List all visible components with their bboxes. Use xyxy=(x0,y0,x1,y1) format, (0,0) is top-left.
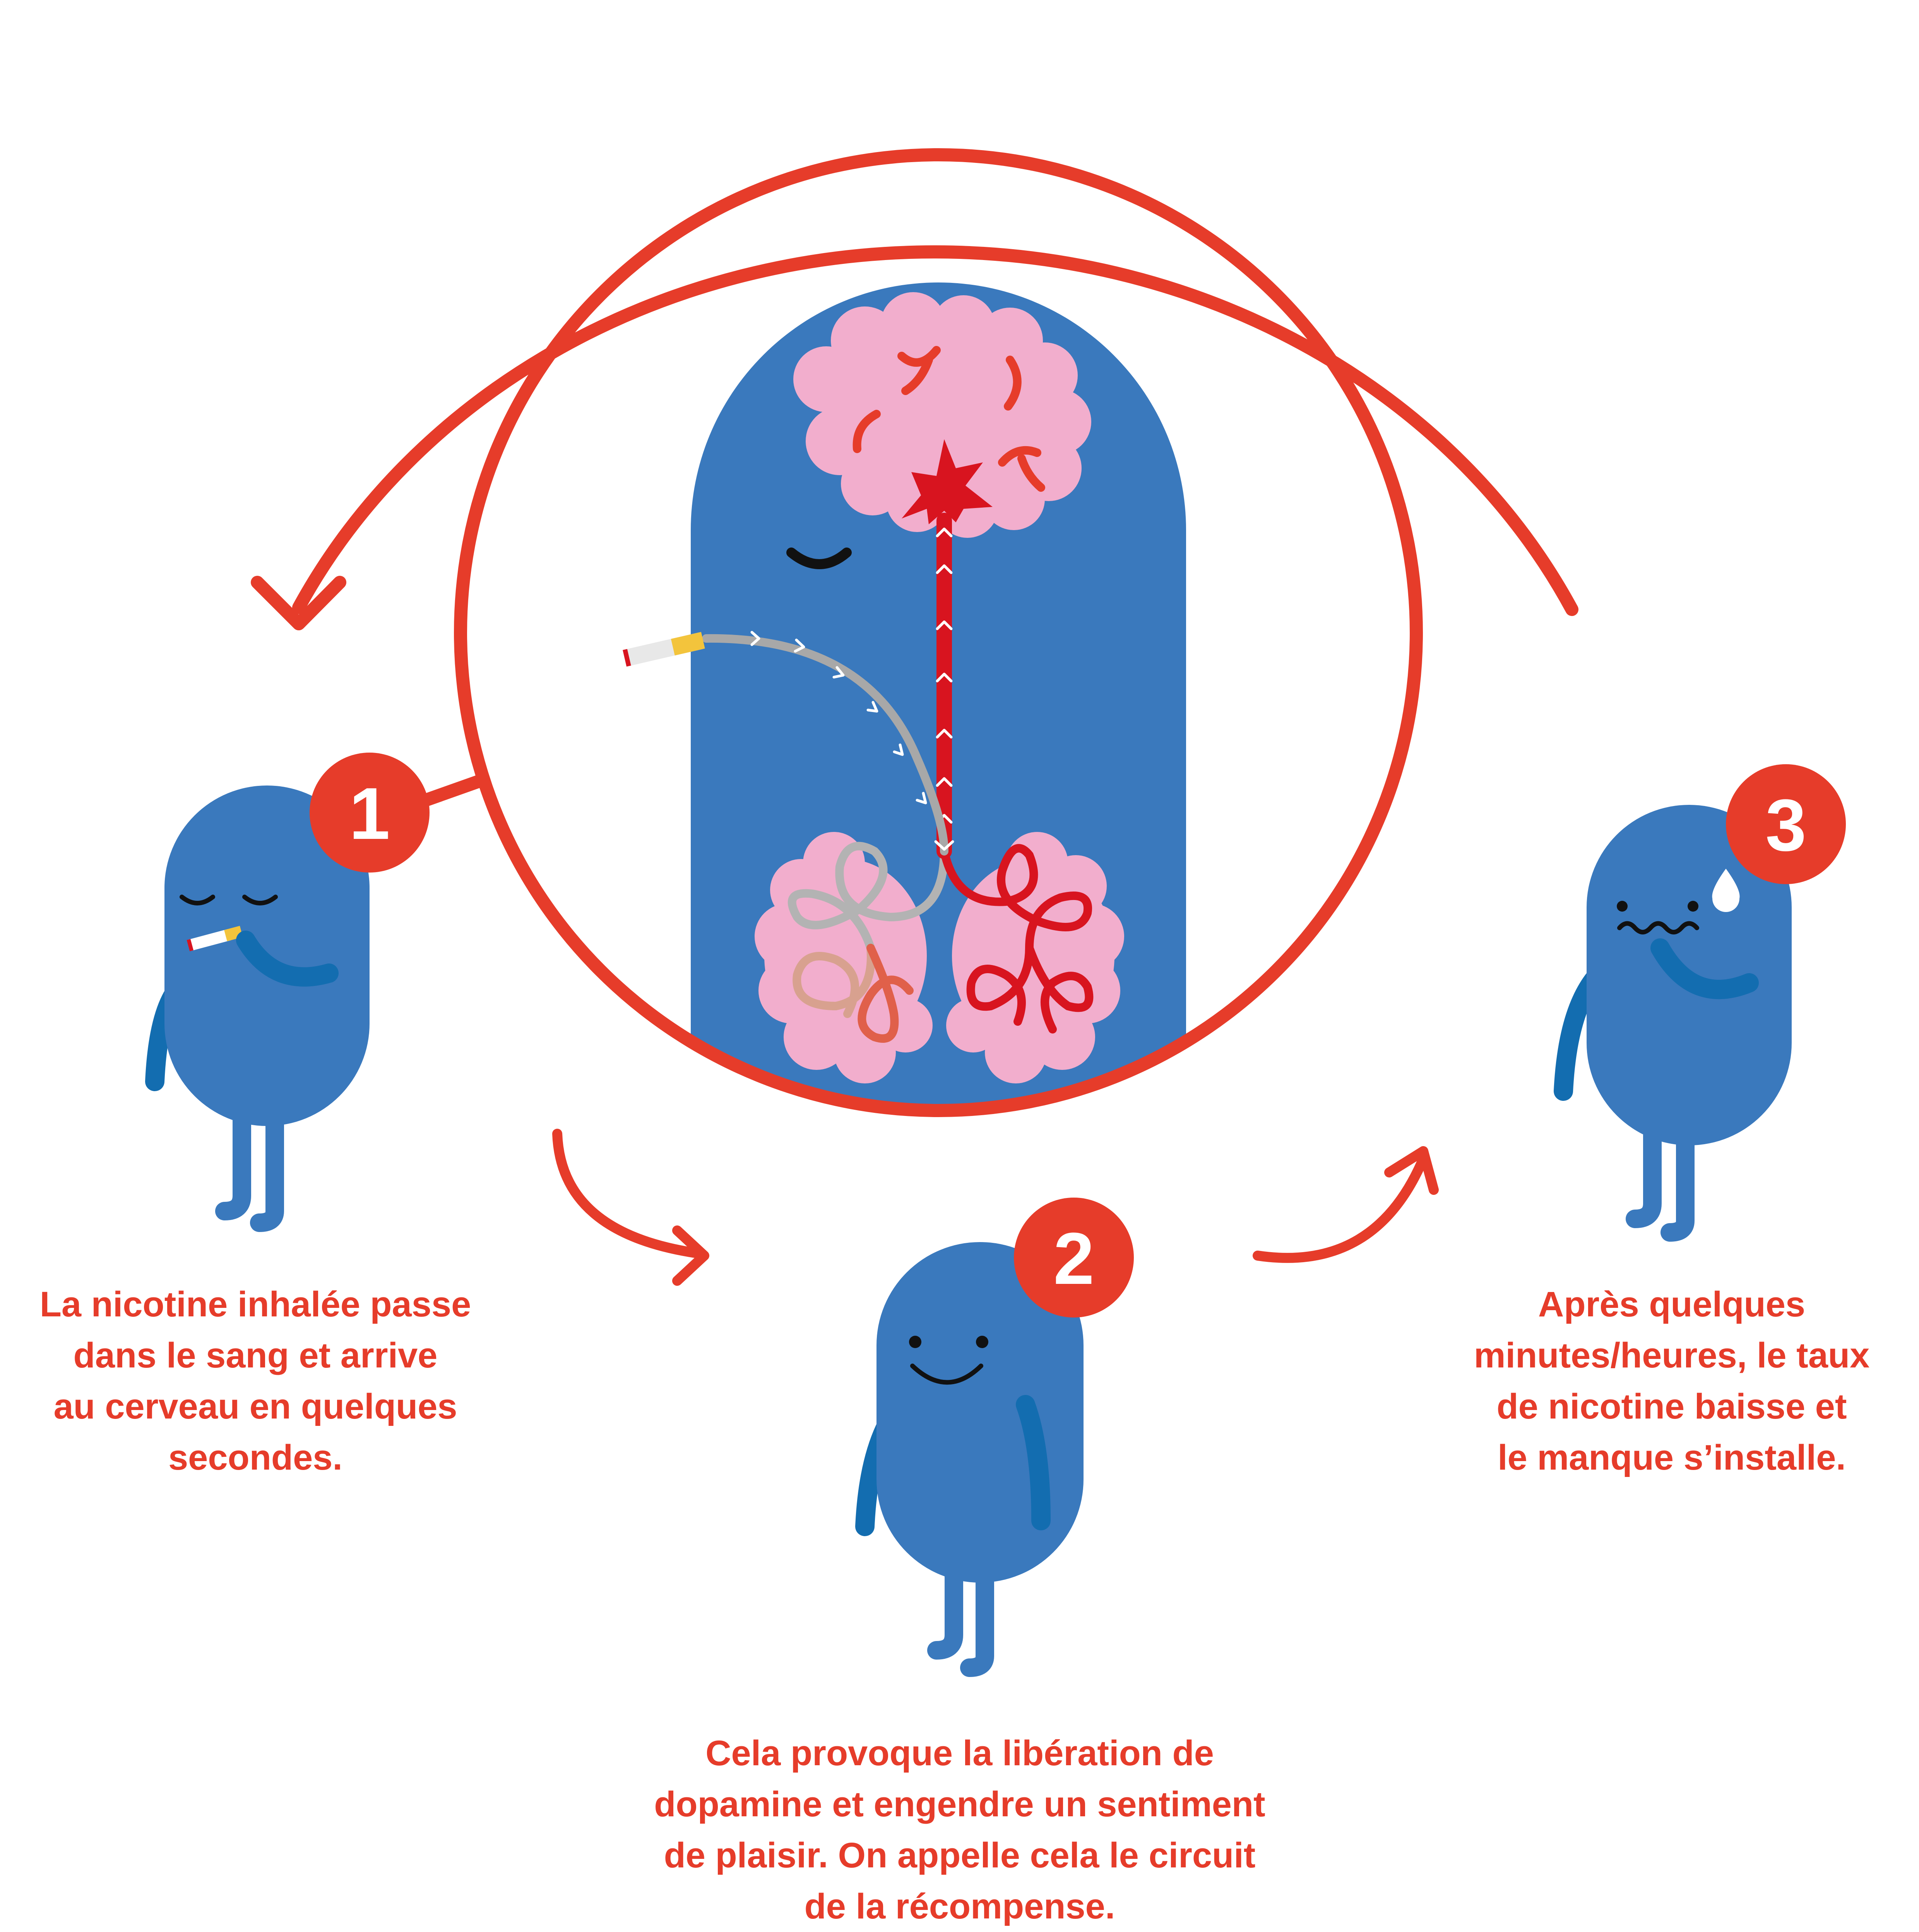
step-2-line-1: Cela provoque la libération de xyxy=(600,1728,1320,1779)
step-3-line-3: de nicotine baisse et xyxy=(1428,1381,1916,1432)
step-3-line-4: le manque s’installe. xyxy=(1428,1432,1916,1483)
step-3-line-2: minutes/heures, le taux xyxy=(1428,1330,1916,1381)
step-1-line-1: La nicotine inhalée passe xyxy=(0,1279,511,1330)
step-badge-3: 3 xyxy=(1726,764,1846,884)
step-1-line-3: au cerveau en quelques xyxy=(0,1381,511,1432)
zoom-circle xyxy=(460,155,1416,1141)
svg-text:1: 1 xyxy=(349,773,390,855)
step-1-line-4: secondes. xyxy=(0,1432,511,1483)
step-badge-2: 2 xyxy=(1014,1198,1134,1318)
step-1-line-2: dans le sang et arrive xyxy=(0,1330,511,1381)
svg-text:3: 3 xyxy=(1765,784,1806,866)
arrow-step2-to-step3 xyxy=(1258,1151,1434,1258)
step-badge-1: 1 xyxy=(310,753,430,873)
step-3-line-1: Après quelques xyxy=(1428,1279,1916,1330)
arrow-step1-to-step2 xyxy=(557,1134,704,1281)
step-1-caption: La nicotine inhalée passe dans le sang e… xyxy=(0,1279,511,1483)
step-2-caption: Cela provoque la libération de dopamine … xyxy=(600,1728,1320,1932)
svg-text:2: 2 xyxy=(1053,1218,1094,1300)
step-2-line-4: de la récompense. xyxy=(600,1881,1320,1932)
step-2-line-3: de plaisir. On appelle cela le circuit xyxy=(600,1830,1320,1881)
step-2-line-2: dopamine et engendre un sentiment xyxy=(600,1779,1320,1830)
step-3-caption: Après quelques minutes/heures, le taux d… xyxy=(1428,1279,1916,1483)
